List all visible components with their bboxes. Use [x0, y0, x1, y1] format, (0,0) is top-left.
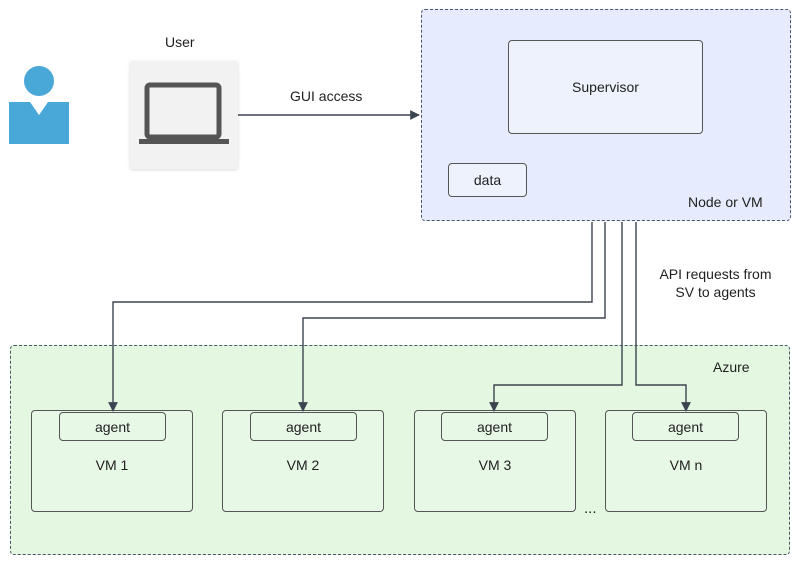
more-vms-ellipsis: ...	[584, 500, 597, 517]
agent-box-1: agent	[59, 412, 166, 441]
vm-name: VM 2	[286, 457, 320, 473]
person-icon	[9, 66, 69, 144]
node-or-vm-label: Node or VM	[688, 194, 763, 210]
vm-name: VM 1	[95, 457, 129, 473]
laptop-icon	[139, 82, 229, 144]
gui-access-label: GUI access	[290, 88, 363, 104]
agent-box-3: agent	[441, 412, 548, 441]
azure-label: Azure	[713, 359, 750, 375]
agent-box-2: agent	[250, 412, 357, 441]
user-label: User	[165, 34, 195, 50]
vm-name: VM 3	[478, 457, 512, 473]
laptop-card	[130, 61, 238, 169]
supervisor-box: Supervisor	[508, 40, 703, 134]
api-label-line2: SV to agents	[675, 284, 756, 300]
api-requests-label: API requests from SV to agents	[653, 266, 778, 300]
data-box: data	[448, 163, 527, 197]
agent-box-n: agent	[632, 412, 739, 441]
api-label-line1: API requests from	[659, 266, 772, 282]
vm-name: VM n	[669, 457, 703, 473]
